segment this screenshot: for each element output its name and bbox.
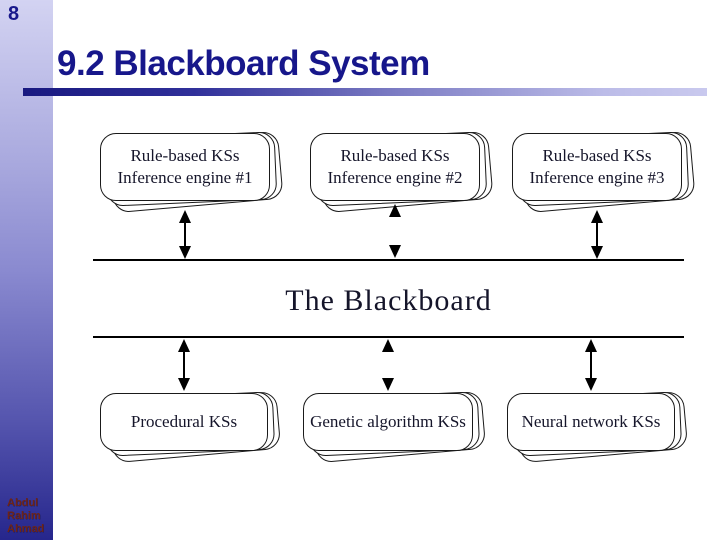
box-label-line: Rule-based KSs [542,146,652,165]
double-arrow-icon-bottom-left [178,339,190,391]
double-arrow-icon-bottom-right [585,339,597,391]
arrowhead-down-icon [591,246,603,259]
box-face: Rule-based KSs Inference engine #3 [512,133,682,201]
arrowhead-down-icon [389,245,401,258]
title-underline [23,88,707,96]
ks-box-procedural: Procedural KSs [100,390,282,464]
arrowhead-up-icon [178,339,190,352]
arrow-shaft [183,352,185,378]
author-name-line: Rahim [7,510,41,522]
box-face: Rule-based KSs Inference engine #1 [100,133,270,201]
ks-box-rule-based-1: Rule-based KSs Inference engine #1 [100,130,284,214]
arrow-shaft [596,223,598,246]
arrowhead-up-icon [389,204,401,217]
author-name-line: Abdul [7,497,39,509]
arrowhead-up-icon [179,210,191,223]
blackboard-label: The Blackboard [285,284,492,317]
box-label-line: Inference engine #3 [529,168,665,187]
box-label-line: Genetic algorithm KSs [310,412,466,431]
page-title: 9.2 Blackboard System [57,44,430,83]
box-label-line: Neural network KSs [521,412,661,431]
box-label-line: Inference engine #1 [117,168,253,187]
double-arrow-icon-top-left [179,210,191,259]
box-face: Rule-based KSs Inference engine #2 [310,133,480,201]
box-face: Procedural KSs [100,393,268,451]
arrowhead-down-icon [382,378,394,391]
box-face: Genetic algorithm KSs [303,393,473,451]
arrowhead-up-icon [591,210,603,223]
double-arrow-icon-top-right [591,210,603,259]
arrowhead-down-icon [178,378,190,391]
double-arrow-icon-bottom-middle [382,339,394,391]
arrow-shaft [387,352,389,378]
box-label-line: Rule-based KSs [340,146,450,165]
ks-box-genetic-algorithm: Genetic algorithm KSs [303,390,487,464]
blackboard-bottom-line [93,336,684,338]
double-arrow-icon-top-middle [389,204,401,258]
arrow-shaft [590,352,592,378]
arrowhead-up-icon [585,339,597,352]
ks-box-rule-based-3: Rule-based KSs Inference engine #3 [512,130,696,214]
ks-box-neural-network: Neural network KSs [507,390,689,464]
slide-number: 8 [8,3,20,25]
box-label-line: Inference engine #2 [327,168,463,187]
arrowhead-down-icon [179,246,191,259]
arrow-shaft [184,223,186,246]
blackboard-top-line [93,259,684,261]
box-face: Neural network KSs [507,393,675,451]
author-name: Abdul Rahim Ahmad [7,497,44,536]
arrowhead-down-icon [585,378,597,391]
arrowhead-up-icon [382,339,394,352]
box-label-line: Procedural KSs [130,412,238,431]
arrow-shaft [394,217,396,245]
ks-box-rule-based-2: Rule-based KSs Inference engine #2 [310,130,494,214]
box-label-line: Rule-based KSs [130,146,240,165]
author-name-line: Ahmad [7,523,45,535]
